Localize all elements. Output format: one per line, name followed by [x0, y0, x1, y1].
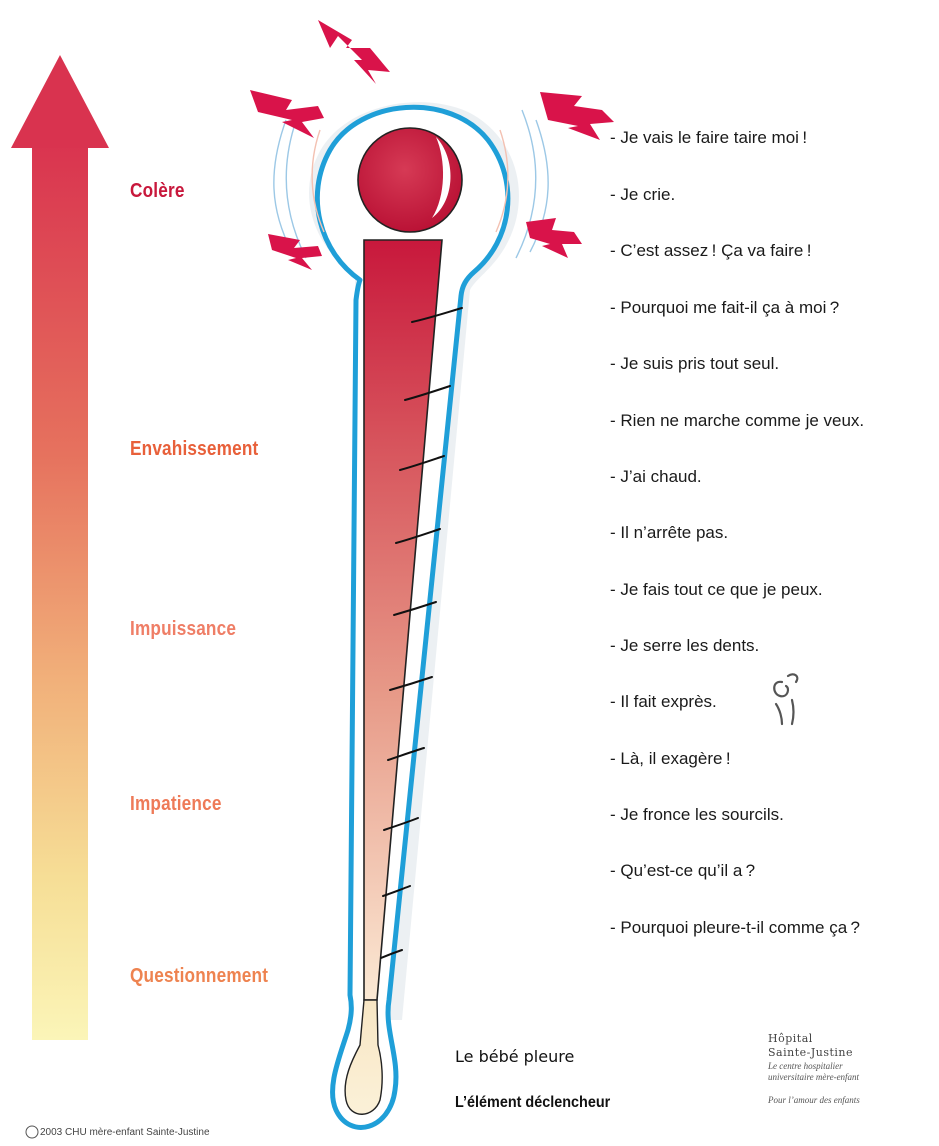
thought-item: - J’ai chaud.: [610, 467, 702, 487]
level-impatience: Impatience: [130, 793, 222, 816]
thought-item: - Il fait exprès.: [610, 692, 717, 712]
thermometer-icon: [317, 107, 508, 1127]
thought-item: - Là, il exagère !: [610, 749, 731, 769]
copyright-text: 2003 CHU mère-enfant Sainte-Justine: [40, 1127, 210, 1138]
level-impuissance: Impuissance: [130, 618, 236, 641]
thought-item: - Je vais le faire taire moi !: [610, 128, 807, 148]
logo-tagline1: Le centre hospitalier: [768, 1061, 843, 1072]
thought-item: - Je fais tout ce que je peux.: [610, 580, 823, 600]
thought-item: - Je crie.: [610, 185, 675, 205]
thought-item: - Rien ne marche comme je veux.: [610, 411, 864, 431]
intensity-arrow: [11, 55, 109, 1040]
thought-item: - Pourquoi pleure-t-il comme ça ?: [610, 918, 860, 938]
thought-item: - Je suis pris tout seul.: [610, 354, 779, 374]
thought-item: - Pourquoi me fait-il ça à moi ?: [610, 298, 839, 318]
logo-line2: Sainte-Justine: [768, 1046, 853, 1059]
thought-item: - Il n’arrête pas.: [610, 523, 728, 543]
copyright-icon: [26, 1126, 38, 1138]
thought-item: - Je serre les dents.: [610, 636, 759, 656]
thought-item: - Je fronce les sourcils.: [610, 805, 784, 825]
logo-tagline2: universitaire mère-enfant: [768, 1072, 859, 1083]
logo-line1: Hôpital: [768, 1032, 813, 1045]
thought-item: - C’est assez ! Ça va faire !: [610, 241, 811, 261]
trigger-text: Le bébé pleure: [455, 1047, 574, 1066]
hospital-logo-icon: [774, 674, 797, 724]
trigger-title: L’élément déclencheur: [455, 1094, 610, 1112]
logo-motto: Pour l’amour des enfants: [768, 1095, 860, 1106]
thought-item: - Qu’est-ce qu’il a ?: [610, 861, 755, 881]
level-envahissement: Envahissement: [130, 438, 258, 461]
level-colere: Colère: [130, 180, 185, 203]
level-questionnement: Questionnement: [130, 965, 268, 988]
